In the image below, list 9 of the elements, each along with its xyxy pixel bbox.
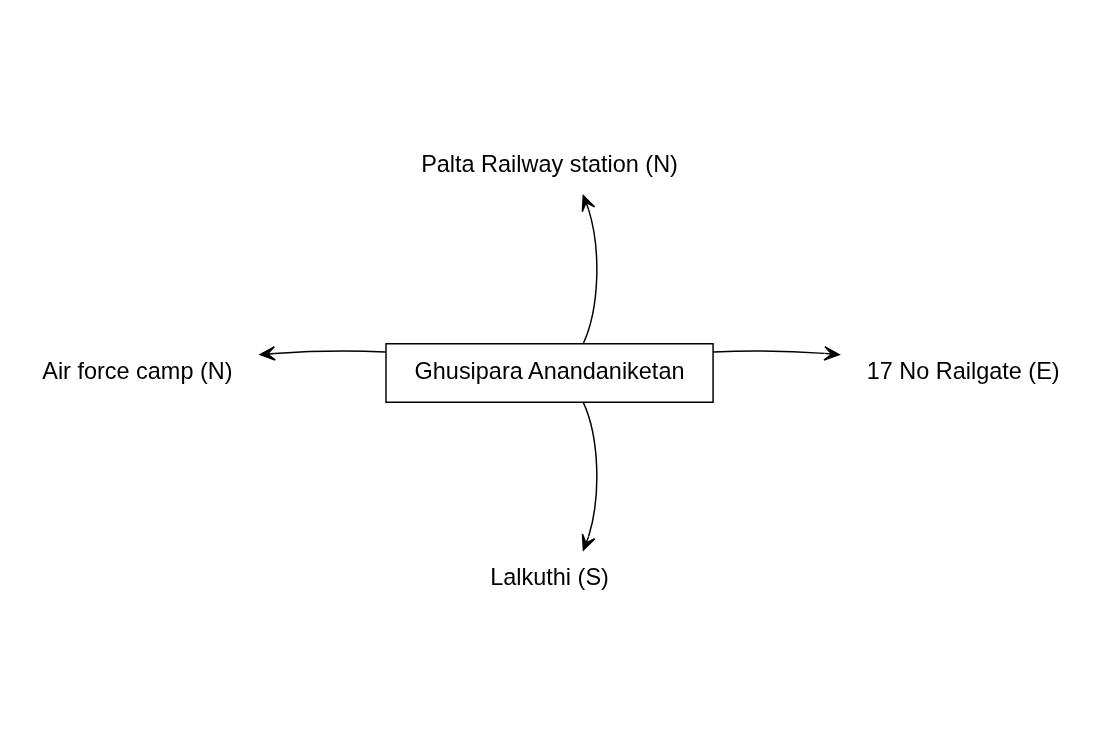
node-text: Air force camp (N) xyxy=(42,357,233,384)
arrow xyxy=(712,346,840,361)
arrow xyxy=(581,401,598,551)
node-text: Palta Railway station (N) xyxy=(421,150,678,177)
node-text: 17 No Railgate (E) xyxy=(866,357,1060,384)
node-box: Ghusipara Anandaniketan xyxy=(385,342,714,404)
node-text: Lalkuthi (S) xyxy=(490,564,609,591)
arrow xyxy=(259,346,387,361)
arrow xyxy=(581,194,598,345)
